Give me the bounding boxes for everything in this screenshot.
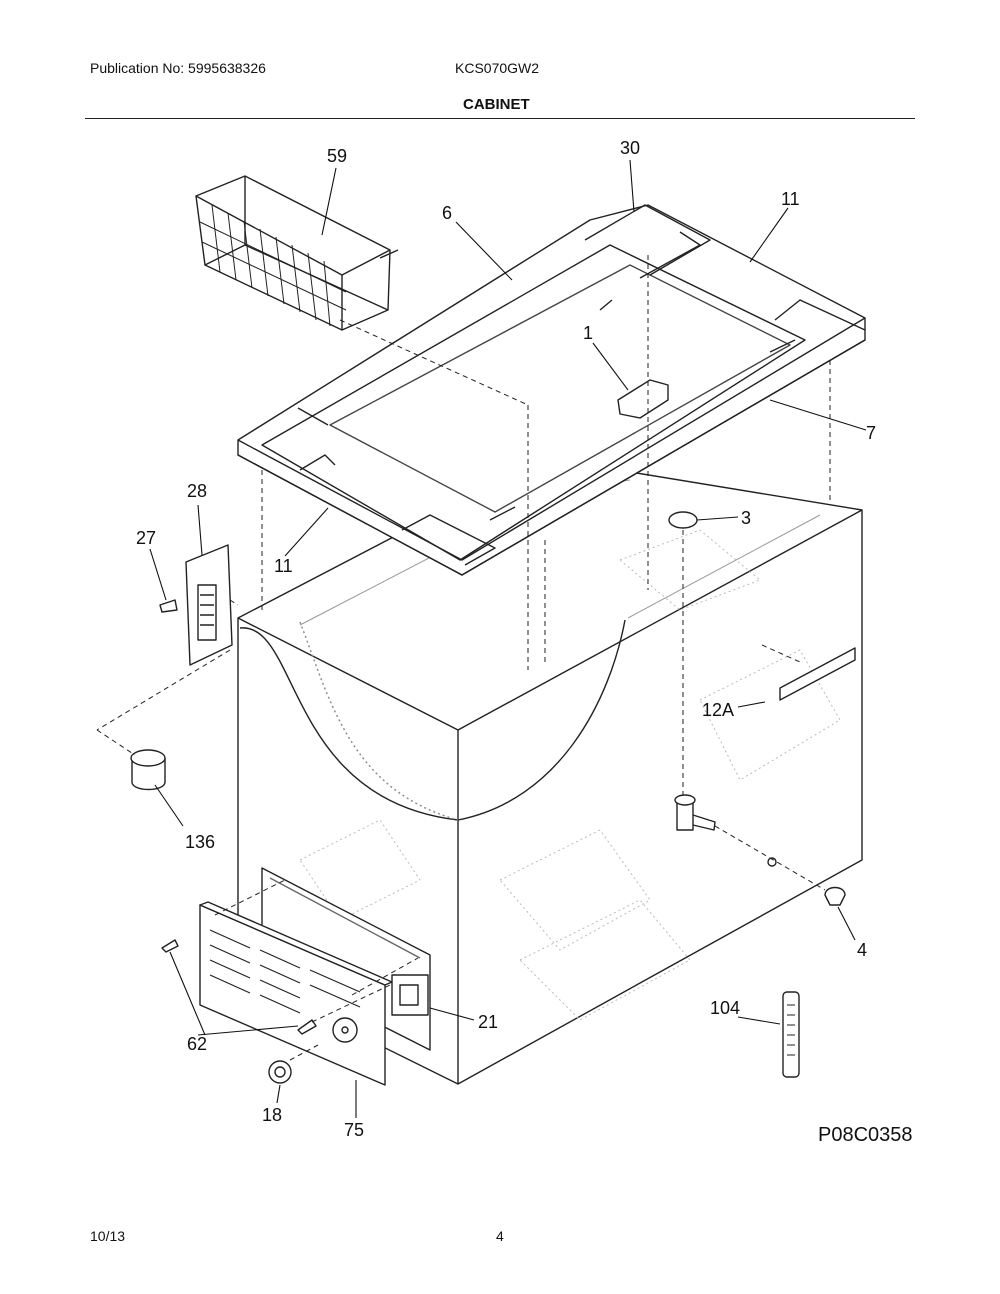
- leader-lines: [149, 159, 867, 1118]
- callout-18: 18: [262, 1105, 283, 1125]
- callout-30: 30: [620, 138, 641, 158]
- callout-136: 136: [185, 832, 216, 852]
- publication-number: Publication No: 5995638326: [90, 60, 266, 76]
- hinge-cover: [130, 749, 166, 791]
- callout-12a: 12A: [702, 700, 735, 720]
- footer-date: 10/13: [90, 1228, 126, 1244]
- drain-parts: [668, 511, 846, 906]
- page-number: 4: [496, 1228, 504, 1244]
- hinge: [159, 544, 233, 666]
- header-divider: [85, 118, 915, 119]
- small-parts: [161, 939, 800, 1084]
- model-number: KCS070GW2: [455, 60, 540, 76]
- callout-62: 62: [187, 1034, 208, 1054]
- alignment-lines: [96, 255, 831, 1061]
- toe-grille: [199, 901, 393, 1086]
- wire-basket: [195, 175, 399, 331]
- callout-21: 21: [478, 1012, 499, 1032]
- callout-104: 104: [710, 998, 741, 1018]
- callout-27: 27: [136, 528, 157, 548]
- callout-1: 1: [583, 323, 594, 343]
- callout-11-top: 11: [781, 189, 800, 209]
- callout-59: 59: [327, 146, 348, 166]
- figure-reference: P08C0358: [818, 1124, 913, 1146]
- callout-75: 75: [344, 1120, 365, 1140]
- callout-4: 4: [857, 940, 868, 960]
- breaker-frame: [237, 204, 866, 576]
- callout-11-bottom: 11: [274, 556, 293, 576]
- cabinet-body: [237, 457, 863, 1085]
- callout-6: 6: [442, 203, 453, 223]
- rating-label: [779, 647, 856, 701]
- callout-7: 7: [866, 423, 877, 443]
- section-title: CABINET: [463, 96, 530, 113]
- callout-3: 3: [741, 508, 752, 528]
- callout-28: 28: [187, 481, 208, 501]
